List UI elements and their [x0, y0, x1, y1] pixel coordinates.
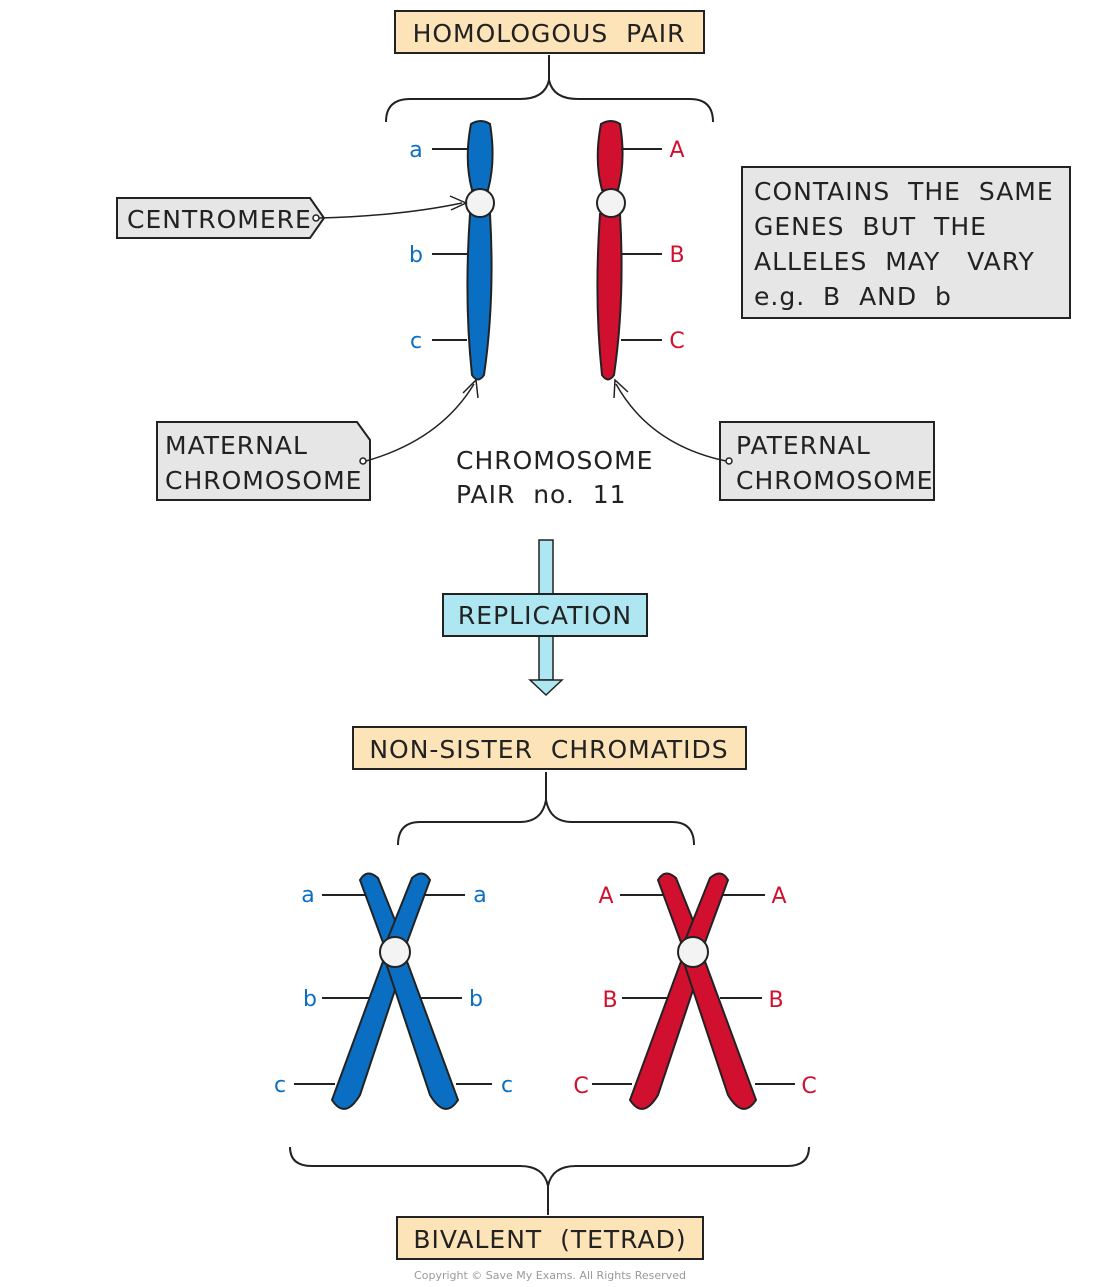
gene-label: C [573, 1074, 588, 1099]
paternal-line-1: PATERNAL [736, 431, 871, 460]
bivalent-brace [289, 1146, 810, 1215]
homologous-pair-brace [385, 55, 714, 123]
maternal-line-1: MATERNAL [165, 431, 308, 460]
non-sister-chromatids-label: NON-SISTER CHROMATIDS [352, 726, 747, 770]
maternal-chromosome: a b c [409, 120, 495, 381]
gene-label: C [669, 329, 684, 354]
gene-label: B [768, 988, 783, 1013]
gene-label: c [410, 329, 422, 354]
alleles-note: CONTAINS THE SAME GENES BUT THE ALLELES … [741, 166, 1071, 319]
gene-label: A [598, 884, 613, 909]
gene-label: c [274, 1073, 286, 1098]
gene-label: a [473, 883, 486, 908]
gene-label: c [501, 1073, 513, 1098]
chromosome-pair-line-2: PAIR no. 11 [456, 480, 627, 509]
paternal-centromere [596, 188, 626, 218]
paternal-bivalent-centromere [677, 936, 709, 968]
homologous-pair-text: HOMOLOGOUS PAIR [413, 19, 686, 48]
gene-label: b [469, 987, 483, 1012]
gene-label: B [669, 243, 684, 268]
copyright-text: Copyright © Save My Exams. All Rights Re… [414, 1269, 686, 1282]
replication-arrow: REPLICATION [442, 539, 648, 697]
non-sister-text: NON-SISTER CHROMATIDS [369, 735, 728, 764]
note-line-4: e.g. B AND b [754, 282, 952, 311]
gene-label: b [303, 987, 317, 1012]
maternal-replicated-chromosome: a a b b c c [274, 872, 513, 1110]
gene-label: A [669, 138, 684, 163]
maternal-arrow [365, 383, 475, 462]
bivalent-label: BIVALENT (TETRAD) [396, 1216, 704, 1260]
gene-label: B [602, 988, 617, 1013]
note-line-3: ALLELES MAY VARY [754, 247, 1035, 276]
note-line-2: GENES BUT THE [754, 212, 987, 241]
note-line-1: CONTAINS THE SAME [754, 177, 1054, 206]
gene-label: C [801, 1074, 816, 1099]
gene-label: a [409, 138, 422, 163]
paternal-callout: PATERNAL CHROMOSOME [613, 378, 935, 501]
chromosome-pair-line-1: CHROMOSOME [456, 446, 653, 475]
maternal-line-2: CHROMOSOME [165, 466, 362, 495]
bivalent-text: BIVALENT (TETRAD) [413, 1225, 686, 1254]
gene-label: A [771, 884, 786, 909]
centromere-arrow [318, 202, 463, 219]
paternal-replicated-chromosome: A A B B C C [573, 872, 817, 1110]
maternal-callout: MATERNAL CHROMOSOME [156, 378, 479, 501]
paternal-arrow [615, 383, 727, 462]
gene-label: a [301, 883, 314, 908]
homologous-pair-label: HOMOLOGOUS PAIR [394, 10, 705, 54]
maternal-bivalent-centromere [379, 936, 411, 968]
non-sister-brace [397, 772, 695, 846]
replication-label-box [442, 593, 648, 637]
gene-label: b [409, 243, 423, 268]
centromere-callout: CENTROMERE [116, 195, 468, 239]
paternal-chromosome: A B C [596, 120, 685, 381]
replication-text: REPLICATION [458, 601, 632, 630]
centromere-text: CENTROMERE [127, 205, 312, 234]
maternal-centromere [465, 188, 495, 218]
paternal-line-2: CHROMOSOME [736, 466, 933, 495]
